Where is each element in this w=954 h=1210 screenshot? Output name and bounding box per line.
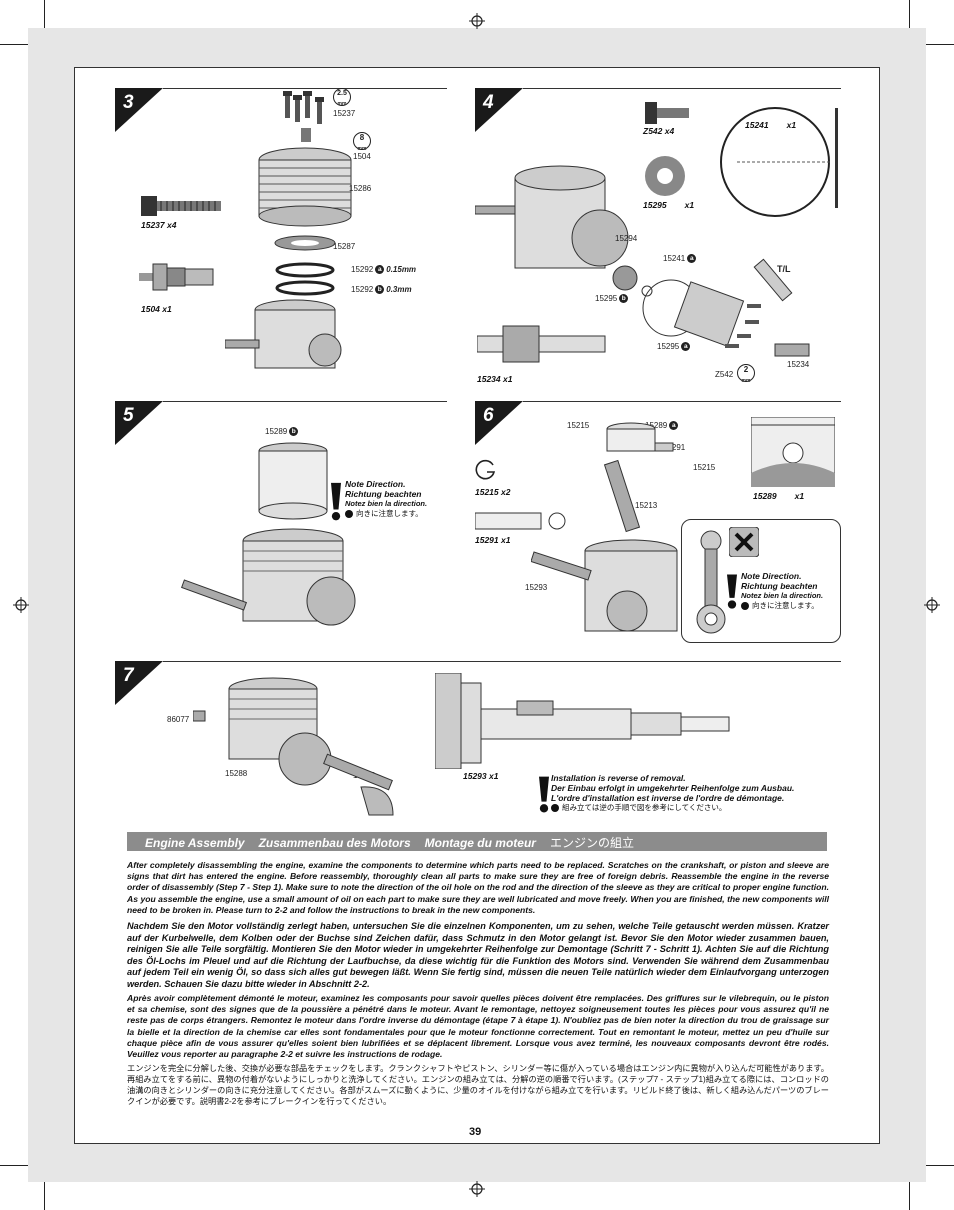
crop-mark <box>44 1182 45 1210</box>
glow-plug-illustration <box>139 263 214 291</box>
crankshaft-illustration <box>435 673 730 769</box>
part-label: 15291 <box>663 443 686 452</box>
screw-illustration <box>645 102 689 124</box>
step-number: 5 <box>115 401 163 445</box>
crankshaft-removal-illustration <box>193 677 394 816</box>
registration-mark-icon <box>924 597 940 613</box>
washer-illustration <box>645 156 685 196</box>
crop-mark <box>909 1182 910 1210</box>
wrong-x-icon <box>729 527 759 557</box>
part-quantity: 15215 x2 <box>475 487 511 497</box>
panel-rule <box>523 88 841 89</box>
step-number: 7 <box>115 661 163 705</box>
tube-label: T/L <box>777 264 791 274</box>
bullet-icon <box>345 510 353 519</box>
note-direction: Note Direction. Richtung beachten Notez … <box>345 479 428 519</box>
part-quantity: 15291 x1 <box>475 535 511 545</box>
panel-rule <box>523 401 841 402</box>
screw-illustration <box>141 196 221 216</box>
part-label: 15287 <box>333 242 356 251</box>
registration-mark-icon <box>13 597 29 613</box>
registration-mark-icon <box>469 13 485 29</box>
piston-illustration <box>751 417 835 487</box>
step-number: 4 <box>475 88 523 132</box>
part-label: 15294 <box>615 234 638 243</box>
panel-divider <box>835 108 838 208</box>
part-label: 15215 <box>567 421 590 430</box>
part-quantity: Z542 x4 <box>643 126 675 136</box>
nut-illustration <box>477 325 606 363</box>
engine-backplate-illustration <box>475 165 810 357</box>
panel-rule <box>163 401 447 402</box>
bullet-icon <box>551 804 559 813</box>
part-quantity: 15234 x1 <box>477 374 513 384</box>
step-number: 6 <box>475 401 523 445</box>
page-number: 39 <box>469 1126 482 1138</box>
part-quantity: 15237 x4 <box>141 220 177 230</box>
part-label: 15288 <box>225 769 248 778</box>
crop-mark <box>926 44 954 45</box>
crop-mark <box>909 0 910 28</box>
piston-rod-illustration <box>531 422 678 632</box>
note-direction: Note Direction. Richtung beachten Notez … <box>741 571 824 611</box>
part-label: 15286 <box>349 184 372 193</box>
part-quantity: 15293 x1 <box>463 771 499 781</box>
instructions-japanese: エンジンを完全に分解した後、交換が必要な部品をチェックをします。クランクシャフト… <box>127 1064 829 1106</box>
crop-mark <box>0 1165 28 1166</box>
sleeve-install-illustration <box>181 442 356 626</box>
part-label: 15237 <box>333 109 356 118</box>
o-ring-illustration <box>720 107 831 217</box>
part-label: 1504 <box>353 152 371 161</box>
cylinder-head-assembly-illustration <box>225 91 352 369</box>
exclamation-icon <box>727 574 737 609</box>
panel-rule <box>163 88 447 89</box>
exclamation-icon <box>539 776 549 813</box>
step-number: 3 <box>115 88 163 132</box>
part-quantity: 1504 x1 <box>141 304 172 314</box>
part-label: 15213 <box>635 501 658 510</box>
part-label: 86077 <box>167 715 190 724</box>
instructions-french: Après avoir complètement démonté le mote… <box>127 993 829 1060</box>
registration-mark-icon <box>469 1181 485 1197</box>
bullet-icon <box>741 602 749 611</box>
exclamation-icon <box>331 482 341 521</box>
part-label: Z542 <box>715 370 734 379</box>
note-reverse: Installation is reverse of removal. Der … <box>551 773 795 813</box>
instructions-english: After completely disassembling the engin… <box>127 860 829 915</box>
clip-illustration <box>475 459 496 480</box>
panel-rule <box>163 661 841 662</box>
part-label: 15234 <box>787 360 810 369</box>
part-label: 15215 <box>693 463 716 472</box>
piston-pin-illustration <box>475 512 566 530</box>
crop-mark <box>0 44 28 45</box>
crop-mark <box>926 1165 954 1166</box>
step-7-panel: 7 86077 15288 15293 15293 x1 Installatio… <box>115 661 841 821</box>
instructions-german: Nachdem Sie den Motor vollständig zerleg… <box>127 921 829 989</box>
part-label: 15293 <box>525 583 548 592</box>
connecting-rod-illustration <box>696 530 726 634</box>
crop-mark <box>44 0 45 28</box>
